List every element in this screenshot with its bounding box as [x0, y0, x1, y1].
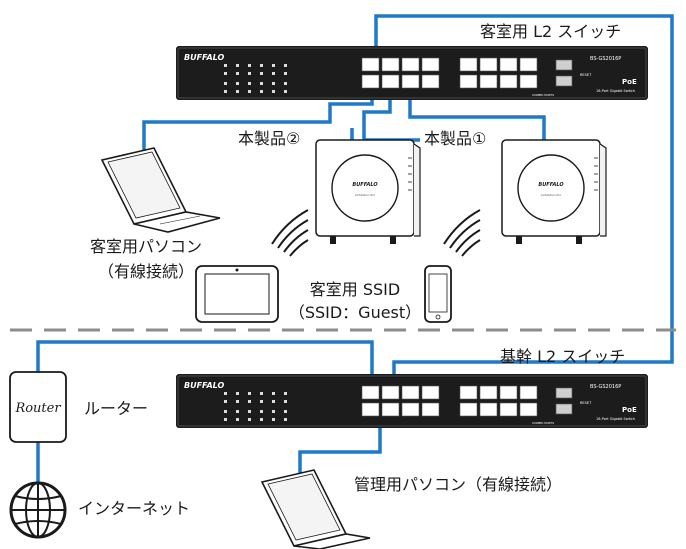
wifi-waves-ap2 — [271, 209, 309, 257]
wifi-waves-ap1 — [443, 209, 481, 257]
cable-switch-adminpc — [298, 419, 382, 478]
ap-brand: BUFFALO — [352, 182, 378, 188]
switch-poe: PoE — [622, 406, 637, 414]
ap-sub: AirStation Pro — [541, 193, 562, 197]
router-icon: Router — [9, 371, 67, 443]
cable-router-switch — [36, 340, 374, 392]
guest-ssid-label-line1: 客室用 SSID — [310, 280, 400, 299]
guest-laptop-icon — [100, 147, 221, 233]
switch-model: BS-GS2016P — [590, 56, 621, 62]
cable-uplink — [374, 14, 674, 392]
access-point-1: BUFFALO AirStation Pro — [501, 139, 607, 244]
ap2-label: 本製品② — [238, 129, 300, 148]
cables — [36, 14, 674, 485]
smartphone-icon — [424, 265, 452, 323]
switch-series: 16-Port Gigabit Switch — [596, 89, 635, 93]
access-point-2: BUFFALO AirStation Pro — [315, 139, 421, 244]
guest-pc-label-line2: （有線接続） — [98, 262, 194, 281]
switch-reset: RESET — [580, 401, 592, 405]
admin-laptop-icon — [260, 469, 371, 549]
ap1-label: 本製品① — [424, 129, 486, 148]
switch-poe: PoE — [622, 78, 637, 86]
switch-model: BS-GS2016P — [590, 384, 621, 390]
ap-sub: AirStation Pro — [355, 193, 376, 197]
tablet-icon — [195, 265, 279, 323]
ap-brand: BUFFALO — [538, 182, 564, 188]
guest-switch: BUFFALO BS-GS2016P RESET PoE 16-Port Gig… — [176, 46, 648, 100]
guest-switch-label: 客室用 L2 スイッチ — [480, 22, 621, 41]
router-label: ルーター — [84, 399, 148, 418]
router-text: Router — [14, 401, 61, 416]
internet-globe-icon — [9, 481, 67, 539]
guest-pc-label-line1: 客室用パソコン — [90, 237, 202, 256]
switch-brand-logo: BUFFALO — [184, 53, 224, 62]
switch-brand-logo: BUFFALO — [184, 381, 224, 390]
switch-series: 16-Port Gigabit Switch — [596, 417, 635, 421]
core-switch-label: 基幹 L2 スイッチ — [500, 347, 625, 366]
switch-reset: RESET — [580, 73, 592, 77]
core-switch: BUFFALO BS-GS2016P RESET PoE 16-Port Gig… — [176, 374, 648, 428]
internet-label: インターネット — [78, 499, 190, 518]
admin-pc-label: 管理用パソコン（有線接続） — [354, 475, 562, 494]
guest-ssid-label-line2: （SSID：Guest） — [289, 303, 421, 322]
switch-combo: COMBO PORTS — [532, 421, 554, 425]
switch-combo: COMBO PORTS — [532, 93, 554, 97]
cable-switch-guestpc — [142, 93, 374, 165]
cable-switch-ap1 — [408, 93, 546, 140]
